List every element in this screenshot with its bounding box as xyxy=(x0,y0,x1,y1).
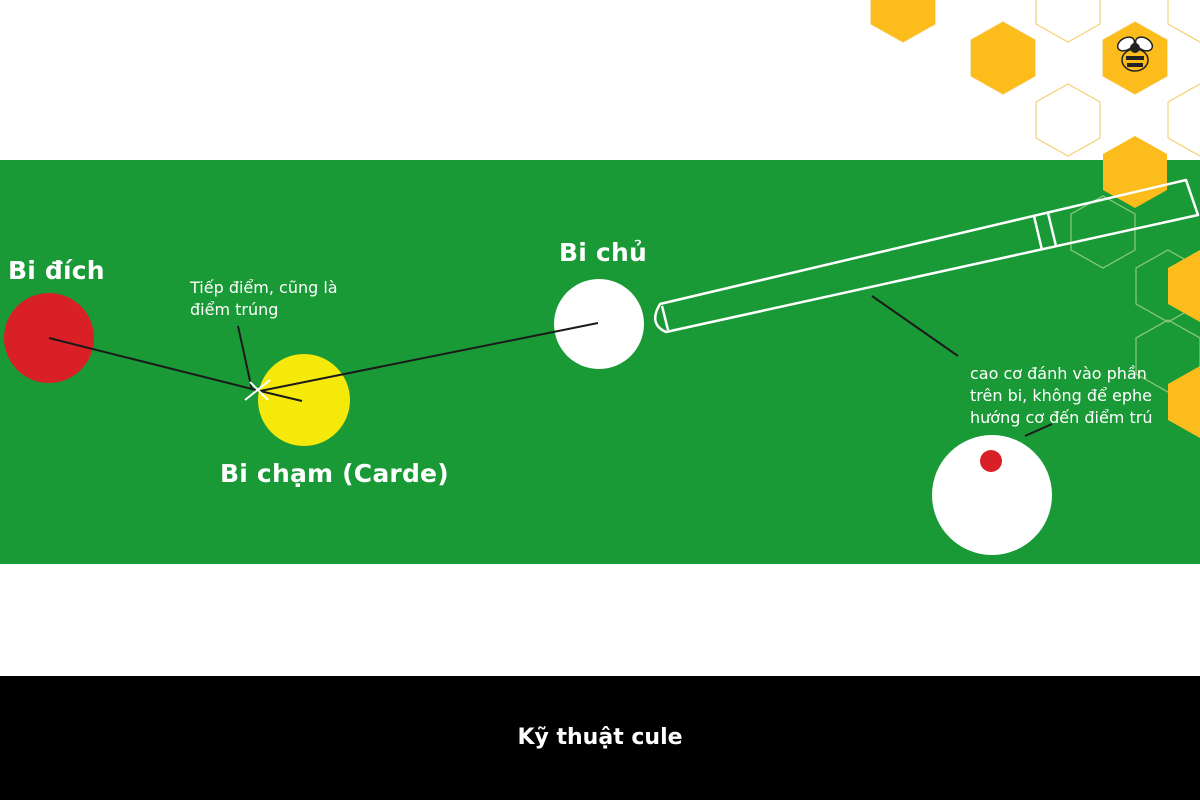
cue-ball xyxy=(554,279,644,369)
contact-point-line-2: điểm trúng xyxy=(190,300,279,319)
cue-note-label: cao cơ đánh vào phần trên bi, không để e… xyxy=(970,363,1170,429)
cue-ball-side-view xyxy=(932,435,1052,555)
contact-point-label: Tiếp điểm, cũng là điểm trúng xyxy=(190,277,338,321)
cue-note-line-1: cao cơ đánh vào phần xyxy=(970,364,1147,383)
aim-lines xyxy=(48,295,1053,437)
caption-text: Kỹ thuật cule xyxy=(517,724,683,750)
bee-icon xyxy=(1116,36,1154,72)
cue-ball-label: Bi chủ xyxy=(559,238,647,267)
contact-ball xyxy=(258,354,350,446)
hit-point-marker xyxy=(980,450,1002,472)
caption-bar: Kỹ thuật cule xyxy=(0,676,1200,800)
contact-point-marker xyxy=(244,379,271,401)
cue-note-line-2: trên bi, không để ephe xyxy=(970,386,1152,405)
contact-ball-label: Bi chạm (Carde) xyxy=(220,459,449,488)
contact-point-line-1: Tiếp điểm, cũng là xyxy=(190,278,338,297)
cue-stick xyxy=(653,178,1200,334)
cue-note-line-3: hướng cơ đến điểm trú xyxy=(970,408,1153,427)
target-ball-label: Bi đích xyxy=(8,256,105,285)
